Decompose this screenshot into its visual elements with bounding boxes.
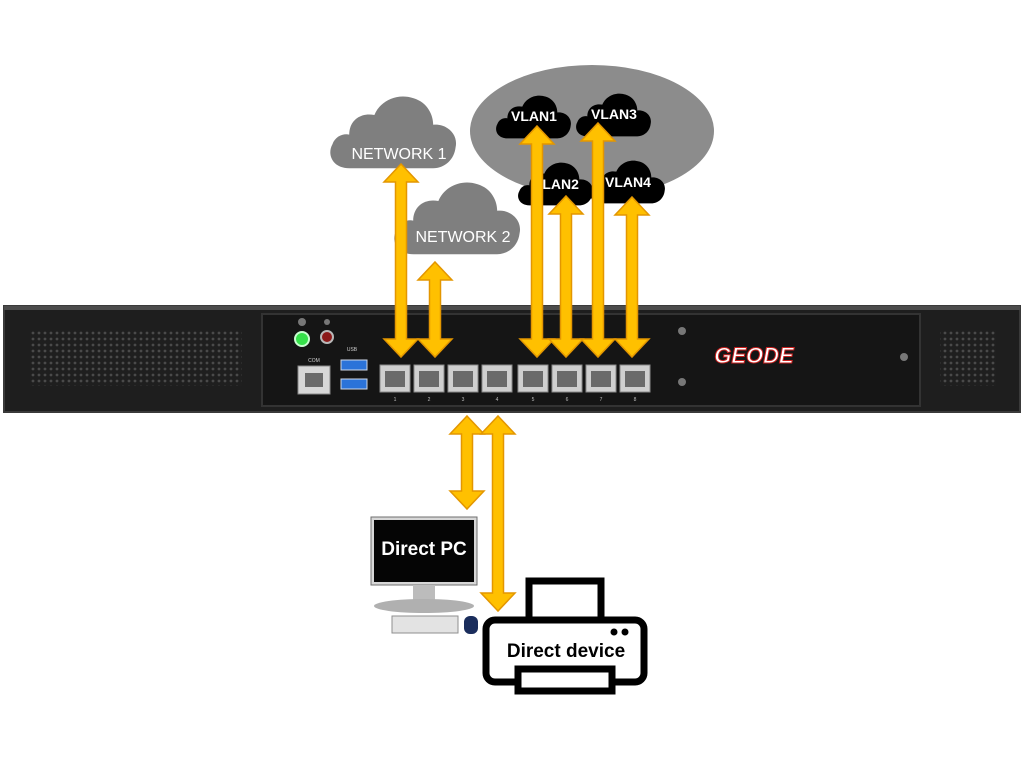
network-1-label: NETWORK 1 [351,146,446,163]
port-number-label: 2 [428,397,431,403]
usb-port-1[interactable] [340,359,368,371]
vlan-4-label: VLAN4 [605,174,651,190]
arrow-port5-vlan-1 [518,124,556,359]
arrow-port7-vlan-3 [579,121,617,359]
vlan-4-cloud: VLAN4 [590,160,665,204]
com-port[interactable] [297,365,331,395]
panel-screw-icon [324,319,330,325]
arrow-port6-vlan-2 [547,194,585,359]
vlan-2-label: VLAN2 [533,176,579,192]
arrow-port2-network-2 [416,260,454,359]
arrow-port8-vlan-4 [613,195,651,359]
usb-port-2[interactable] [340,378,368,390]
ethernet-port-7[interactable]: 7 [585,364,617,403]
printer-icon [482,577,648,695]
port-number-label: 4 [496,397,499,403]
ethernet-port-5[interactable]: 5 [517,364,549,403]
printer-output-slot [514,665,616,695]
direct-pc: Direct PC [370,516,478,634]
right-vent-grille [940,330,996,386]
monitor-base [374,599,474,613]
network-2-cloud: NETWORK 2 [394,182,521,255]
vlan-1-label: VLAN1 [511,108,557,124]
com-port-socket [305,373,323,387]
panel-screw-icon [678,327,686,335]
network-2-label: NETWORK 2 [415,229,510,246]
port-socket [557,371,577,387]
port-socket [591,371,611,387]
panel-screw-icon [678,378,686,386]
left-vent-grille [30,330,242,386]
direct-device-label: Direct device [507,641,625,662]
port-number-label: 6 [566,397,569,403]
usb-port-label: USB [347,347,358,353]
monitor-stand [413,585,435,601]
desktop-computer-icon [370,516,478,634]
network-1-cloud: NETWORK 1 [330,96,457,169]
vlan-3-cloud: VLAN3 [576,93,651,137]
ethernet-port-2[interactable]: 2 [413,364,445,403]
port-number-label: 7 [600,397,603,403]
port-socket [625,371,645,387]
reset-button[interactable] [320,330,334,344]
vlan-1-cloud: VLAN1 [496,95,571,139]
ethernet-port-8[interactable]: 8 [619,364,651,403]
direct-pc-label: Direct PC [381,539,467,560]
geode-appliance: COM USB 1 2 3 4 5 6 7 8 GEODE [3,305,1021,413]
arrow-appliance-direct-pc [448,414,486,511]
port-number-label: 3 [462,397,465,403]
keyboard [391,615,459,634]
vlan-3-label: VLAN3 [591,106,637,122]
monitor-screen [374,520,474,582]
ethernet-port-4[interactable]: 4 [481,364,513,403]
direct-device: Direct device [482,577,648,695]
ethernet-port-3[interactable]: 3 [447,364,479,403]
panel-screw-icon [298,318,306,326]
arrow-appliance-direct-device [479,414,517,613]
geode-logo: GEODE [714,343,796,369]
printer-button [621,628,629,636]
panel-screw-icon [900,353,908,361]
port-number-label: 5 [532,397,535,403]
printer-button [610,628,618,636]
mouse [464,616,478,634]
power-led-icon [294,331,310,347]
vlan-2-cloud: VLAN2 [518,162,593,206]
port-socket [487,371,507,387]
com-port-label: COM [308,358,320,364]
ethernet-port-group: 1 2 3 4 5 6 7 8 [379,364,651,403]
chassis-top-edge [4,306,1020,310]
port-number-label: 8 [634,397,637,403]
arrow-port1-network-1 [382,162,420,359]
ethernet-port-1[interactable]: 1 [379,364,411,403]
port-socket [385,371,405,387]
port-socket [523,371,543,387]
connection-arrows [382,121,651,613]
brand-logo-text: GEODE [714,343,795,368]
port-socket [453,371,473,387]
port-number-label: 1 [394,397,397,403]
ethernet-port-6[interactable]: 6 [551,364,583,403]
port-socket [419,371,439,387]
